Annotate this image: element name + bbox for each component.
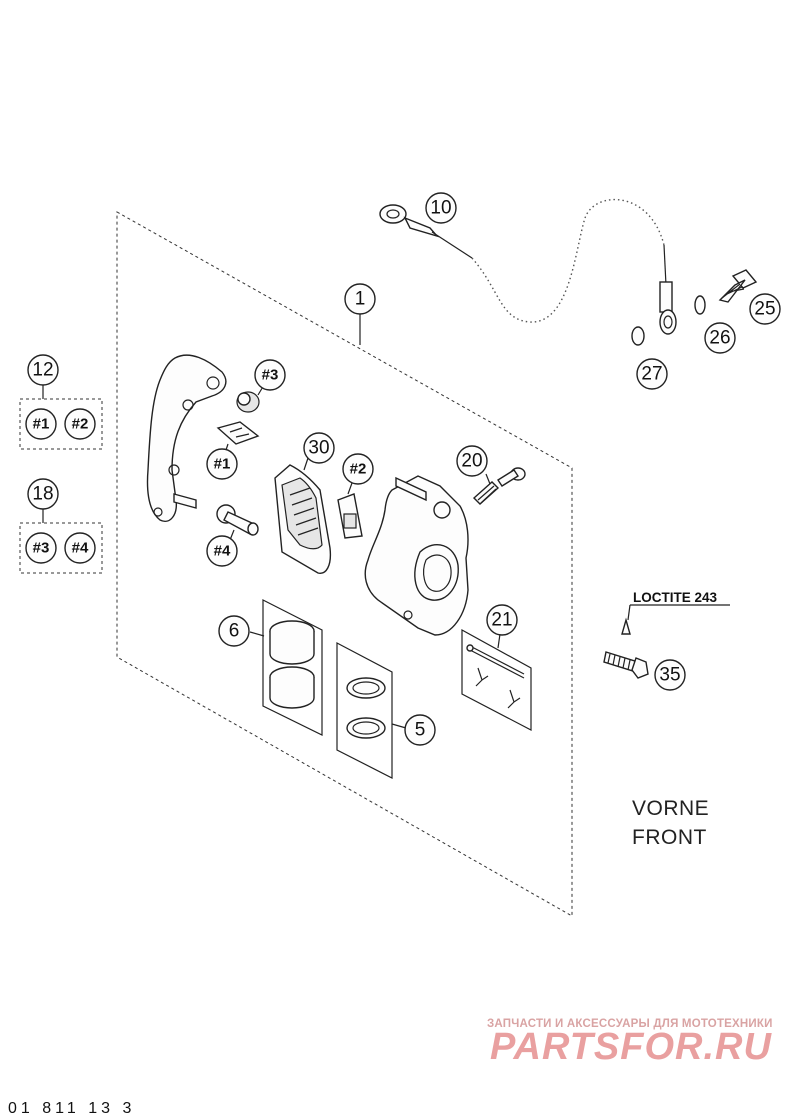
svg-text:5: 5 bbox=[415, 720, 426, 741]
callout-10: 10 bbox=[425, 192, 457, 224]
guide-pin bbox=[216, 504, 259, 536]
svg-text:#4: #4 bbox=[214, 543, 231, 560]
callout-35: 35 bbox=[654, 659, 686, 691]
bushing bbox=[236, 391, 260, 413]
svg-text:30: 30 bbox=[308, 438, 329, 459]
callout-hash-1-part: #1 bbox=[206, 448, 238, 480]
svg-text:20: 20 bbox=[461, 451, 482, 472]
leader-20 bbox=[485, 473, 491, 485]
callout-hash-2-part: #2 bbox=[342, 453, 374, 485]
callout-27: 27 bbox=[636, 358, 668, 390]
kit18-item-2: #4 bbox=[64, 532, 96, 564]
brake-hose bbox=[379, 198, 677, 335]
svg-text:#1: #1 bbox=[33, 416, 50, 433]
callout-5: 5 bbox=[404, 714, 436, 746]
leader-6 bbox=[249, 631, 265, 637]
leader-5 bbox=[391, 723, 407, 729]
callout-1: 1 bbox=[344, 283, 376, 315]
piston-seals bbox=[346, 677, 386, 739]
pistons bbox=[269, 620, 315, 709]
pistons-frame bbox=[262, 599, 323, 736]
callout-20: 20 bbox=[456, 445, 488, 477]
sealing-washer-upper bbox=[694, 295, 706, 315]
svg-text:#1: #1 bbox=[214, 456, 231, 473]
sealing-washer-lower bbox=[631, 326, 645, 346]
kit18-item-1: #3 bbox=[25, 532, 57, 564]
seals-frame bbox=[336, 642, 393, 779]
callout-12: 12 bbox=[27, 354, 59, 386]
caliper-bracket bbox=[146, 354, 227, 522]
mounting-bolt bbox=[603, 617, 649, 679]
svg-text:21: 21 bbox=[491, 610, 512, 631]
watermark-brand: PARTSFOR.RU bbox=[490, 1026, 772, 1068]
watermark-tagline: ЗАПЧАСТИ И АКСЕССУАРЫ ДЛЯ МОТОТЕХНИКИ bbox=[487, 1018, 773, 1030]
svg-text:10: 10 bbox=[430, 198, 451, 219]
svg-text:6: 6 bbox=[229, 621, 240, 642]
svg-text:35: 35 bbox=[659, 665, 680, 686]
kit12-item-2: #2 bbox=[64, 408, 96, 440]
callout-26: 26 bbox=[704, 322, 736, 354]
diagram-code: 01 811 13 3 bbox=[8, 1100, 136, 1117]
assembly-frame bbox=[116, 211, 573, 917]
svg-text:#4: #4 bbox=[72, 540, 89, 557]
caliper-body bbox=[364, 475, 469, 636]
pad-spring bbox=[216, 421, 260, 445]
svg-text:1: 1 bbox=[355, 289, 366, 310]
view-label-vorne: VORNE bbox=[632, 797, 710, 820]
pad-pin-kit bbox=[466, 644, 525, 709]
svg-text:25: 25 bbox=[754, 299, 775, 320]
view-label-front: FRONT bbox=[632, 826, 707, 849]
svg-text:#3: #3 bbox=[33, 540, 50, 557]
callout-21: 21 bbox=[486, 604, 518, 636]
pin-kit-frame bbox=[461, 628, 532, 731]
bleeder-valve bbox=[472, 467, 526, 505]
callout-6: 6 bbox=[218, 615, 250, 647]
callout-18: 18 bbox=[27, 478, 59, 510]
leader-21 bbox=[497, 633, 501, 649]
loctite-leader bbox=[627, 604, 631, 621]
callout-hash-3-part: #3 bbox=[254, 359, 286, 391]
kit12-item-1: #1 bbox=[25, 408, 57, 440]
pad-shim bbox=[337, 493, 363, 539]
svg-text:#3: #3 bbox=[262, 367, 279, 384]
banjo-bolt bbox=[718, 269, 758, 303]
svg-text:#2: #2 bbox=[350, 461, 367, 478]
svg-text:27: 27 bbox=[641, 364, 662, 385]
callout-hash-4-part: #4 bbox=[206, 535, 238, 567]
loctite-label: LOCTITE 243 bbox=[633, 590, 718, 605]
callout-25: 25 bbox=[749, 293, 781, 325]
svg-text:12: 12 bbox=[32, 360, 53, 381]
leader-30 bbox=[303, 457, 309, 471]
svg-text:18: 18 bbox=[32, 484, 53, 505]
leader-k2b bbox=[347, 482, 353, 495]
callout-30: 30 bbox=[303, 432, 335, 464]
svg-text:26: 26 bbox=[709, 328, 730, 349]
brake-pad-set bbox=[274, 464, 332, 574]
svg-text:#2: #2 bbox=[72, 416, 89, 433]
